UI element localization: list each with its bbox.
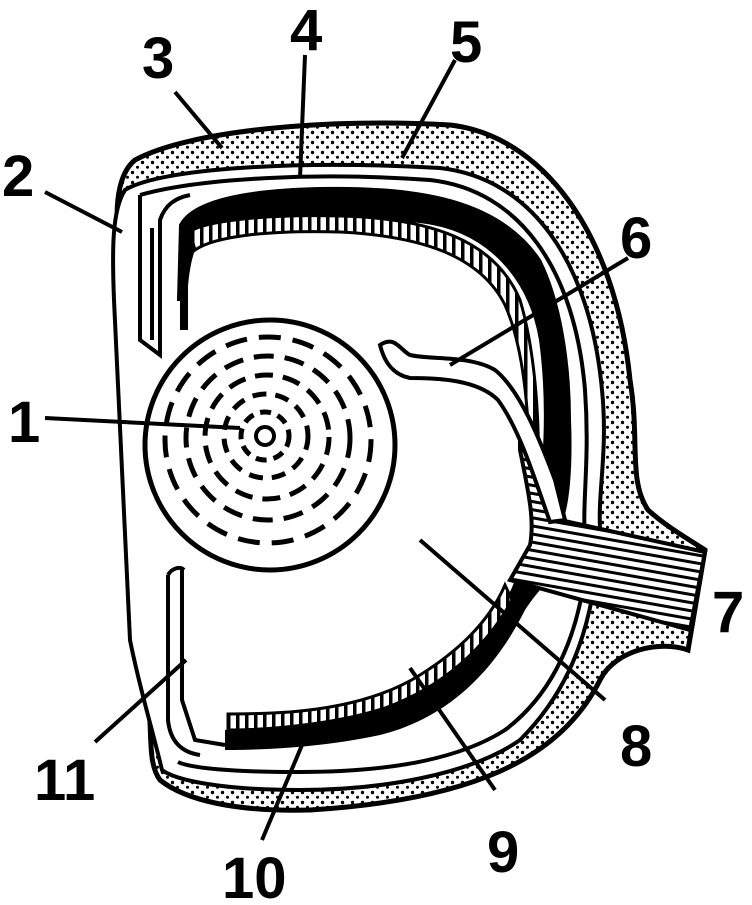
label-9: 9	[487, 820, 519, 885]
label-6: 6	[620, 206, 652, 271]
label-11: 11	[34, 748, 95, 813]
retina-lower	[225, 580, 545, 750]
label-10: 10	[222, 846, 287, 905]
label-4: 4	[290, 0, 322, 63]
label-3: 3	[142, 26, 174, 91]
label-1: 1	[8, 390, 40, 455]
label-7: 7	[712, 580, 744, 645]
blood-vessel	[377, 339, 568, 525]
leader-lines	[44, 54, 630, 841]
label-5: 5	[450, 10, 482, 75]
label-2: 2	[2, 144, 34, 209]
lens	[142, 317, 398, 573]
label-8: 8	[620, 714, 652, 779]
